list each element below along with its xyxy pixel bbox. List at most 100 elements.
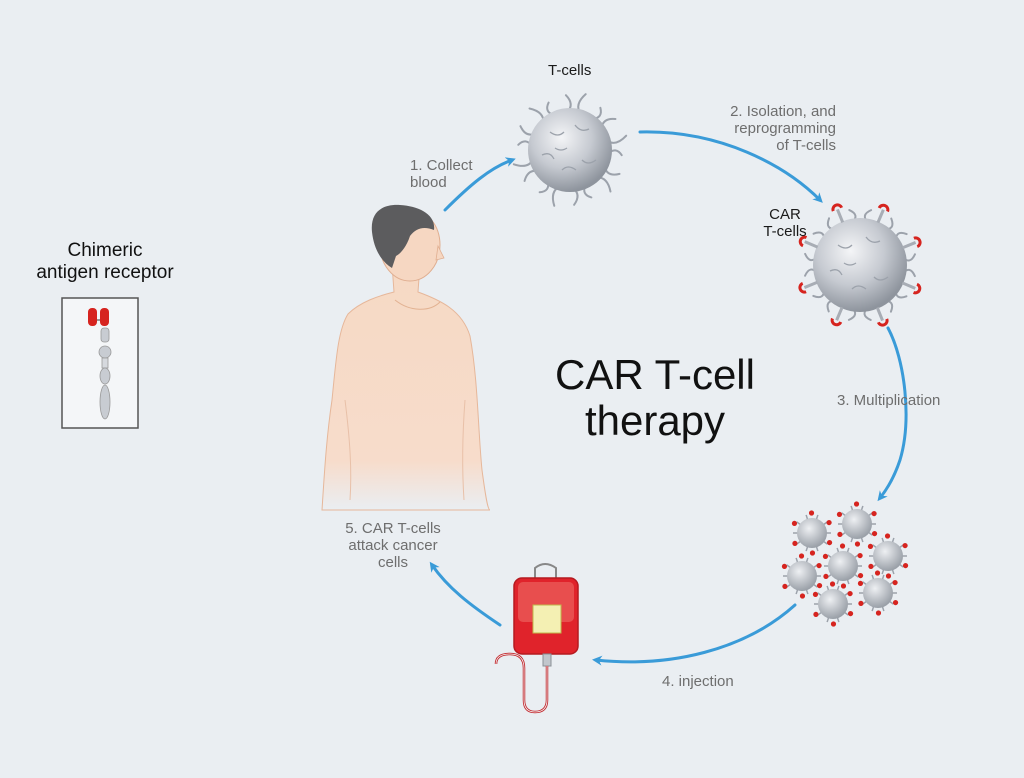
cluster-receptor: [816, 562, 822, 569]
step4-label: 4. injection: [662, 673, 734, 690]
cluster-receptor: [826, 539, 833, 546]
cluster-receptor: [885, 573, 892, 579]
step2-line2: reprogramming: [734, 120, 836, 137]
cluster-receptor: [782, 583, 788, 590]
receptor-icon: [61, 297, 139, 429]
cluster-cell: [857, 570, 899, 616]
cluster-receptor: [847, 610, 854, 617]
receptor-stalk: [875, 307, 884, 322]
arrow-attack: [429, 561, 502, 627]
cluster-receptor: [847, 590, 853, 597]
cycle-arrows: [429, 130, 908, 666]
car-t-cell-icon: [798, 203, 922, 327]
cluster-receptor: [884, 533, 891, 539]
title-line2: therapy: [584, 397, 726, 444]
cluster-cell: [791, 510, 833, 556]
cluster-cell: [822, 543, 864, 589]
arrow-injection: [592, 603, 797, 666]
human-figure-icon: [321, 204, 491, 511]
t-cell-icon: [512, 93, 628, 207]
cluster-receptor: [874, 570, 881, 576]
cluster-receptor: [830, 621, 837, 627]
receptor-stalk: [804, 240, 819, 249]
cluster-cell: [781, 553, 823, 599]
cluster-receptor: [857, 572, 864, 579]
car-tcells-label: CAR T-cells: [758, 206, 812, 240]
cluster-receptor: [875, 610, 882, 616]
cluster-receptor: [892, 599, 899, 606]
cluster-cell: [812, 581, 854, 627]
step1-line1: 1. Collect: [410, 157, 473, 174]
cluster-receptor: [871, 530, 878, 537]
cluster-receptor: [836, 511, 843, 518]
cluster-receptor: [798, 553, 805, 559]
cluster-receptor: [857, 580, 864, 587]
step2-line1: 2. Isolation, and: [730, 103, 836, 120]
step5-line2: attack cancer: [348, 537, 438, 554]
step2-label: 2. Isolation, and reprogramming of T-cel…: [690, 103, 836, 154]
cluster-receptor: [829, 581, 836, 587]
car-tcells-line1: CAR: [769, 206, 801, 223]
cluster-receptor: [867, 543, 874, 550]
cluster-receptor: [854, 541, 861, 547]
cluster-receptor: [892, 579, 898, 586]
cluster-receptor: [799, 593, 806, 599]
cell-cluster-icon: [781, 501, 909, 627]
step5-label: 5. CAR T-cells attack cancer cells: [328, 520, 458, 571]
car-tcells-line2: T-cells: [763, 223, 807, 240]
receptor-stalk: [836, 208, 845, 223]
step5-line1: 5. CAR T-cells: [345, 520, 441, 537]
car-receptor-label-line2: antigen receptor: [36, 262, 174, 283]
receptor-stalk: [876, 209, 885, 224]
tcells-label: T-cells: [548, 62, 592, 79]
cluster-receptor: [813, 611, 819, 618]
diagram-title: CAR T-cell therapy: [520, 352, 790, 444]
receptor-head: [798, 281, 807, 294]
cluster-cell: [867, 533, 909, 579]
cluster-receptor: [816, 582, 823, 589]
cluster-receptor: [902, 562, 909, 569]
cluster-receptor: [822, 553, 829, 560]
receptor-head: [912, 282, 922, 295]
receptor-head: [831, 203, 844, 212]
arrow-multiplication: [877, 326, 908, 502]
step1-line2: blood: [410, 174, 447, 191]
cluster-cell: [836, 501, 878, 547]
arrow-collect-blood: [443, 157, 516, 212]
cluster-receptor: [812, 591, 819, 598]
receptor-head: [877, 203, 890, 213]
receptor-stalk: [835, 306, 844, 321]
title-line1: CAR T-cell: [555, 351, 755, 398]
cluster-receptor: [868, 563, 874, 570]
receptor-stalk: [901, 281, 916, 290]
receptor-head: [876, 318, 889, 327]
cluster-receptor: [839, 543, 846, 549]
receptor-head: [913, 236, 922, 249]
cluster-receptor: [871, 510, 877, 517]
cluster-receptor: [792, 540, 798, 547]
step5-line3: cells: [377, 554, 408, 571]
blood-bag-icon: [494, 563, 579, 714]
cluster-receptor: [837, 531, 843, 538]
receptor-head: [830, 317, 843, 327]
receptor-stalk: [803, 280, 818, 289]
cluster-receptor: [902, 542, 908, 549]
cluster-receptor: [808, 510, 815, 516]
cluster-receptor: [791, 520, 798, 527]
car-receptor-label-line1: Chimeric: [67, 240, 143, 261]
cluster-receptor: [809, 550, 816, 556]
step3-label: 3. Multiplication: [837, 392, 941, 409]
car-receptor-label: Chimeric antigen receptor: [20, 240, 190, 284]
cluster-receptor: [857, 552, 863, 559]
receptor-head: [798, 235, 808, 248]
cluster-receptor: [858, 600, 864, 607]
cluster-receptor: [840, 583, 847, 589]
cluster-receptor: [781, 563, 788, 570]
cluster-receptor: [823, 573, 829, 580]
cluster-receptor: [826, 519, 832, 526]
receptor-stalk: [902, 241, 917, 250]
cluster-receptor: [853, 501, 860, 507]
step2-line3: of T-cells: [776, 137, 836, 154]
arrow-isolation: [638, 130, 823, 203]
